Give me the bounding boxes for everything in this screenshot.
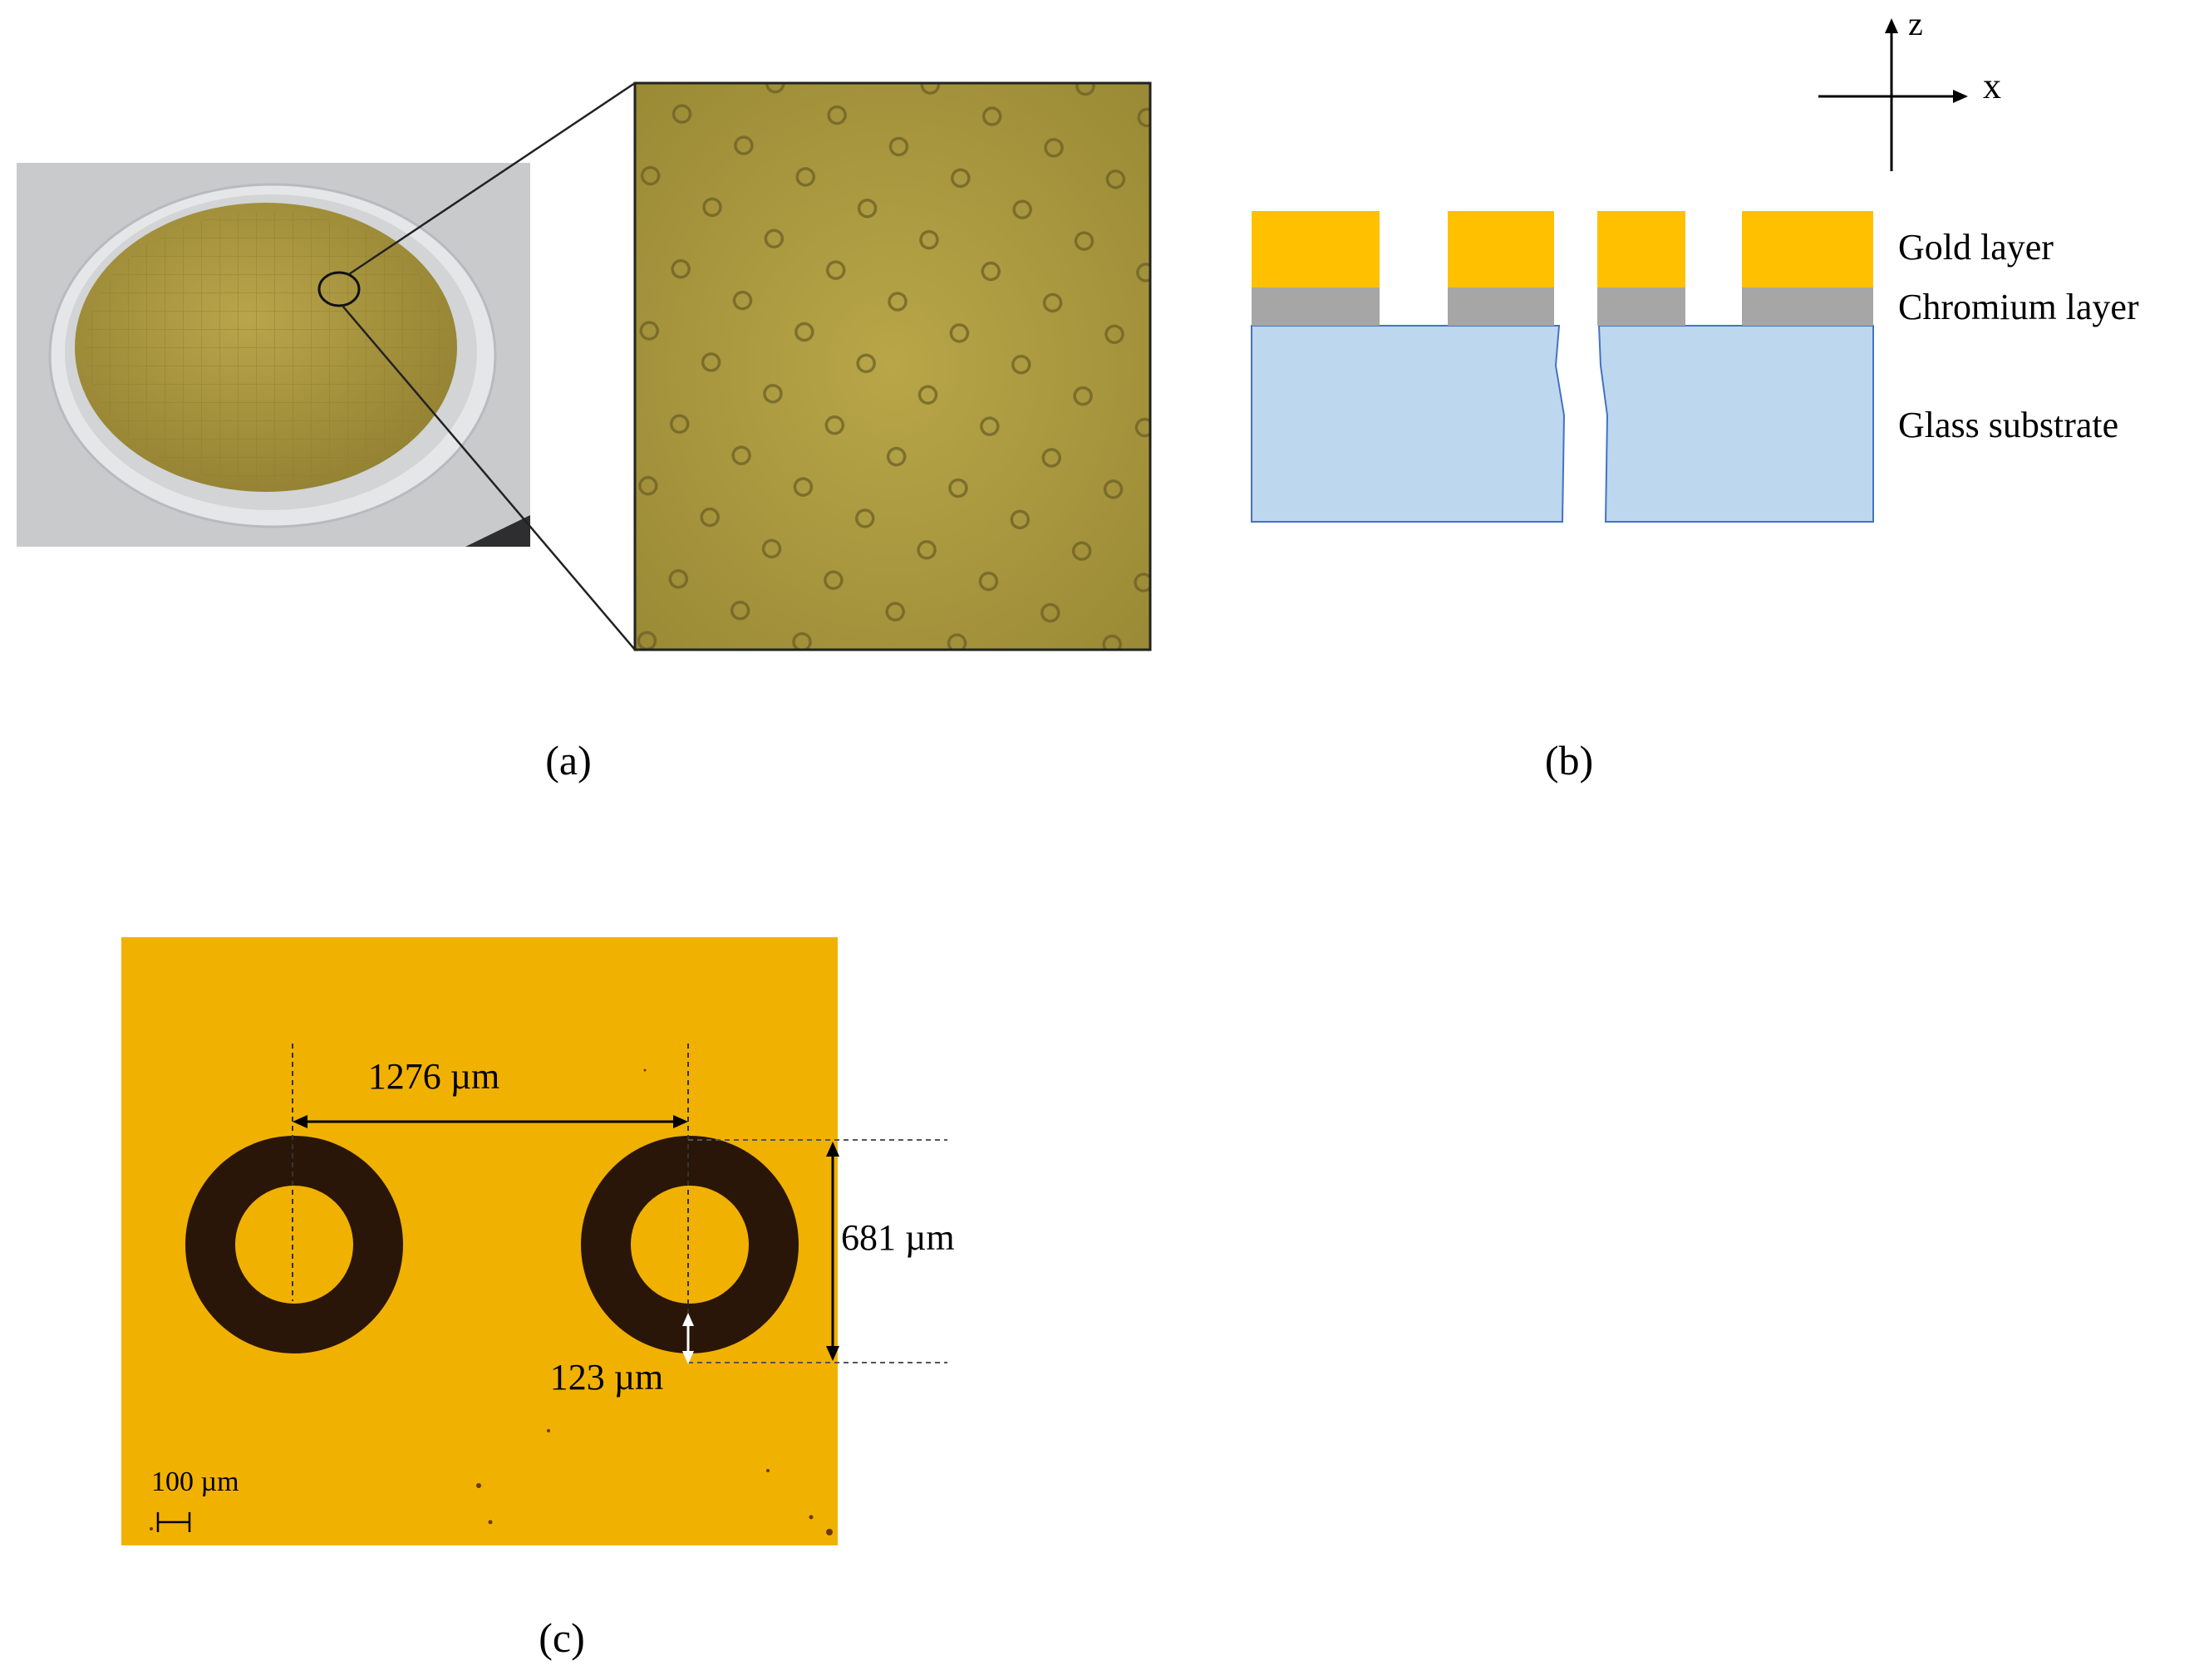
ring-width-arrowhead-top (682, 1313, 694, 1326)
ring-left (185, 1136, 403, 1353)
diameter-arrowhead-bottom (826, 1346, 839, 1361)
ring-width-label: 123 µm (550, 1357, 664, 1398)
wafer-zoom-frame (633, 81, 1152, 651)
z-axis-arrowhead (1885, 18, 1898, 33)
diameter-arrowhead-top (826, 1142, 839, 1157)
pitch-arrowhead-left (293, 1115, 307, 1128)
panel-b-caption: (b) (1545, 737, 1593, 784)
ring-width-arrowhead-bottom (682, 1351, 694, 1364)
chromium-block-2 (1448, 287, 1554, 326)
glass-substrate-label: Glass substrate (1898, 405, 2118, 445)
panel-c: 1276 µm 681 µm 123 µm 100 µm (c) (121, 937, 955, 1661)
chromium-block-1 (1252, 287, 1380, 326)
wafer-die-grid (85, 211, 447, 484)
x-axis-label: x (1983, 66, 2001, 106)
chromium-block-4 (1742, 287, 1873, 326)
micrograph-background (121, 937, 838, 1545)
zoom-line-top (348, 81, 636, 276)
pitch-arrowhead-right (673, 1115, 688, 1128)
zoom-marker-circle (317, 271, 361, 307)
scale-bar-label: 100 µm (151, 1466, 239, 1497)
chromium-block-3 (1597, 287, 1685, 326)
axes-indicator: z x (1818, 5, 2001, 171)
gold-block-4 (1742, 211, 1873, 287)
gold-layer-label: Gold layer (1898, 227, 2054, 268)
glass-substrate-left (1251, 325, 1566, 523)
scale-bar (156, 1512, 191, 1532)
diameter-label: 681 µm (841, 1217, 955, 1258)
x-axis-arrowhead (1953, 90, 1968, 103)
panel-c-caption: (c) (539, 1614, 585, 1661)
wafer-zoom-inset (635, 83, 1150, 650)
gold-block-1 (1252, 211, 1380, 287)
z-axis-label: z (1908, 5, 1923, 42)
panel-b: z x Gold layer Chromium layer Glass subs… (1251, 5, 2139, 784)
panel-a: (a) (17, 81, 1152, 784)
gold-block-3 (1597, 211, 1685, 287)
gold-block-2 (1448, 211, 1554, 287)
micrograph-debris (150, 1068, 833, 1535)
glass-substrate-right (1597, 325, 1874, 523)
wafer-photo-shadow (465, 515, 530, 547)
chromium-layer-label: Chromium layer (1898, 287, 2139, 327)
ring-right (581, 1136, 799, 1353)
pitch-label: 1276 µm (368, 1056, 500, 1097)
zoom-line-bottom (342, 305, 636, 651)
panel-a-caption: (a) (545, 737, 592, 784)
